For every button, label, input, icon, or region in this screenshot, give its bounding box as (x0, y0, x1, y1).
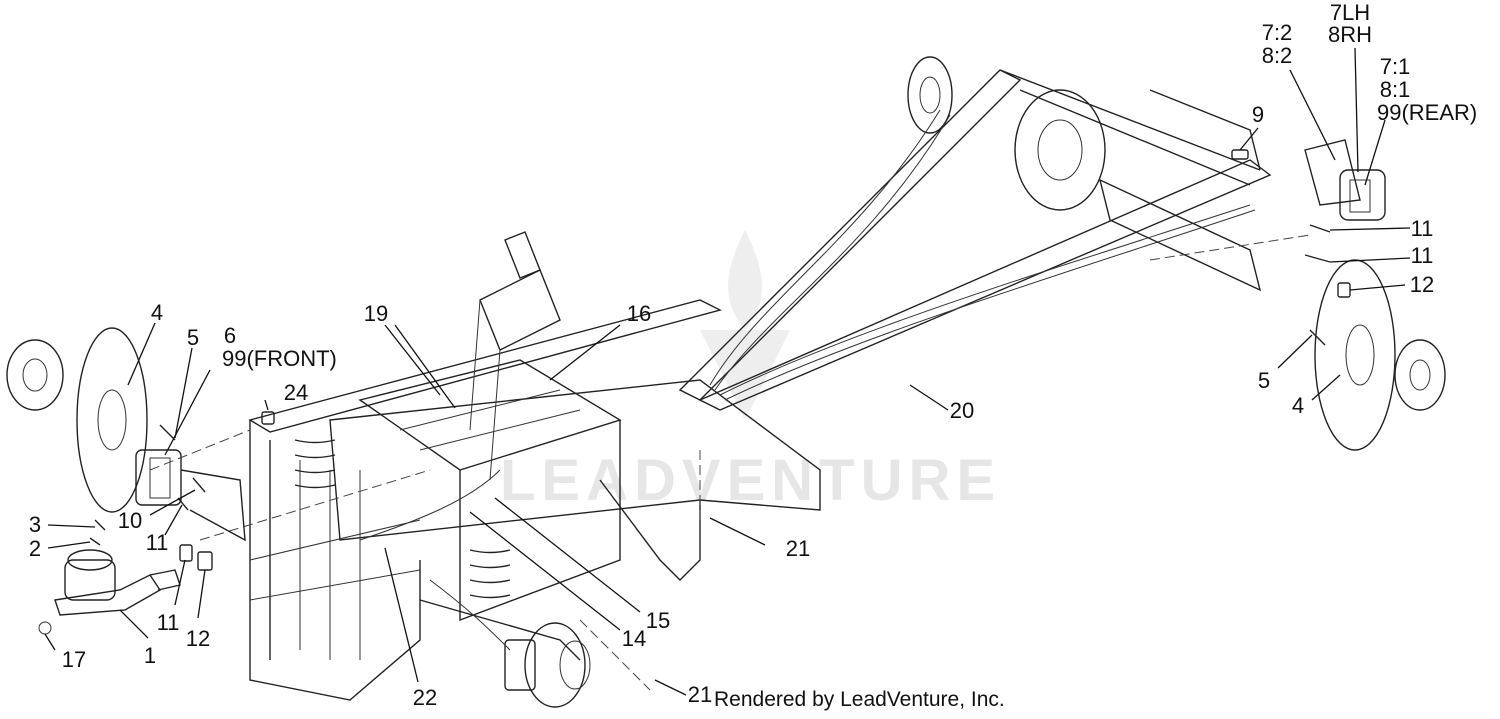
callout-8-1: 8:1 (1380, 77, 1411, 102)
callout-12-rear: 12 (1410, 272, 1434, 297)
callout-11-front-b: 11 (157, 610, 180, 635)
callout-21-mid: 21 (786, 536, 810, 561)
callout-11-rear-a: 11 (1411, 216, 1434, 241)
callout-11-front-a: 11 (146, 530, 169, 555)
callout-7-1: 7:1 (1380, 54, 1411, 79)
callout-7lh: 7LH (1330, 0, 1370, 25)
rear-hardware (1231, 149, 1351, 346)
rear-caliper-and-bracket (1304, 139, 1386, 221)
callout-2: 2 (29, 536, 41, 561)
chassis-frame (149, 56, 1311, 708)
callout-6: 6 (224, 323, 236, 348)
callout-24: 24 (284, 380, 308, 405)
callout-9: 9 (1252, 102, 1264, 127)
callout-4-front: 4 (151, 300, 163, 325)
callout-7-2: 7:2 (1262, 20, 1293, 45)
callout-22: 22 (413, 685, 437, 710)
callout-21-bottom: 21 (688, 682, 712, 707)
callout-15: 15 (646, 608, 670, 633)
callout-1: 1 (144, 643, 156, 668)
callout-16: 16 (627, 301, 651, 326)
callout-11-rear-b: 11 (1411, 243, 1434, 268)
callout-17: 17 (62, 647, 86, 672)
front-hub-and-rotor (6, 327, 148, 513)
callout-5-rear: 5 (1258, 368, 1270, 393)
watermark: LEADVENTURE (500, 230, 1001, 513)
callout-12-front: 12 (186, 626, 210, 651)
callout-99-rear: 99(REAR) (1377, 100, 1477, 125)
callout-99-front: 99(FRONT) (222, 346, 337, 371)
rear-rotor-and-hub (1314, 259, 1446, 451)
callout-10: 10 (118, 508, 142, 533)
watermark-text: LEADVENTURE (500, 448, 1001, 513)
callout-5-front: 5 (187, 325, 199, 350)
callout-3: 3 (29, 512, 41, 537)
master-cylinder (38, 549, 181, 635)
callout-labels: 4 5 6 99(FRONT) 24 10 11 3 2 1 17 11 12 … (29, 0, 1477, 710)
front-hardware (89, 411, 275, 571)
callout-20: 20 (950, 398, 974, 423)
callout-4-rear: 4 (1292, 393, 1304, 418)
callout-8-2: 8:2 (1262, 43, 1293, 68)
credit-text: Rendered by LeadVenture, Inc. (714, 688, 1005, 711)
front-caliper (135, 449, 246, 542)
callout-19: 19 (364, 301, 388, 326)
callout-14: 14 (622, 626, 646, 651)
callout-leader-lines (44, 47, 1411, 696)
callout-8rh: 8RH (1328, 22, 1372, 47)
